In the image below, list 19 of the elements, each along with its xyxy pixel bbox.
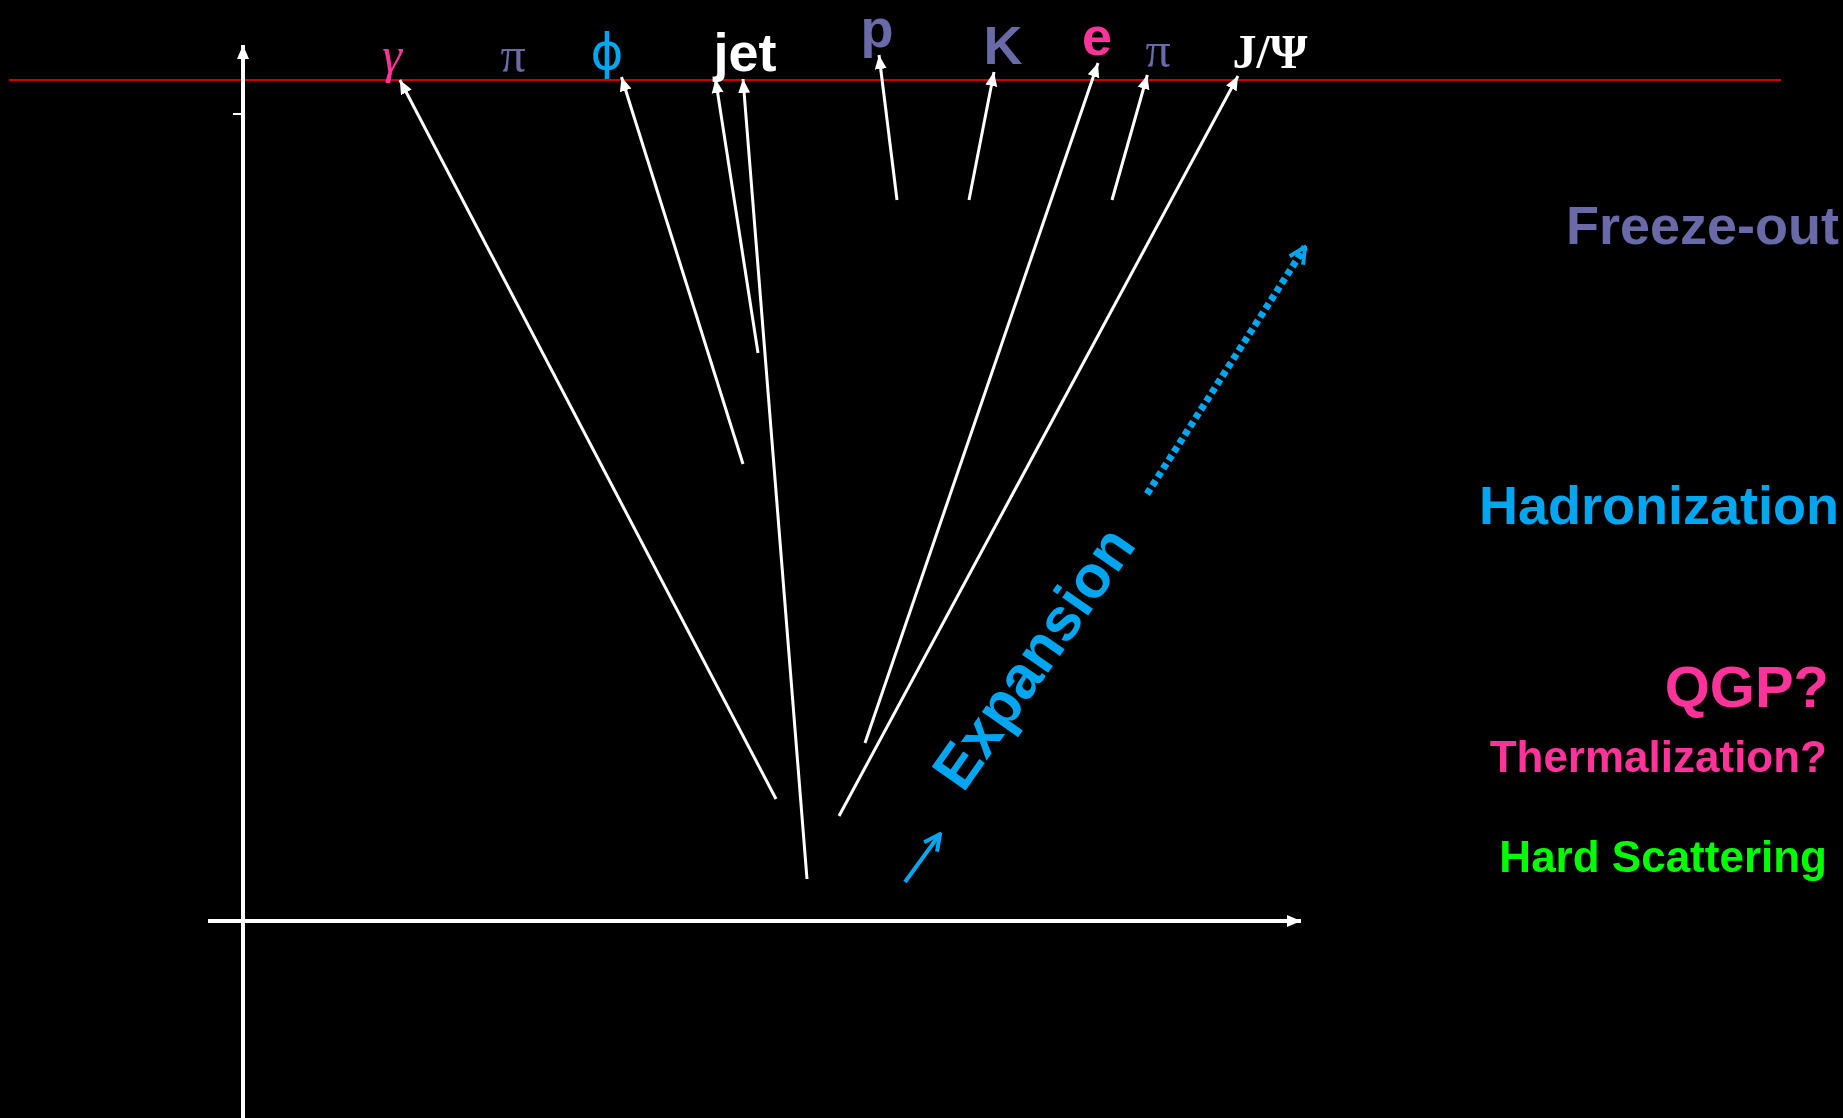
- stage-label: Hard Scattering: [1499, 835, 1827, 879]
- stage-label: Thermalization?: [1489, 735, 1827, 779]
- particle-label: ϕ: [590, 27, 624, 77]
- particle-label: K: [983, 18, 1023, 72]
- particle-label: J/Ψ: [1232, 28, 1308, 76]
- arrow: [738, 78, 809, 880]
- arrow: [874, 54, 899, 201]
- stage-label: Hadronization: [1479, 478, 1839, 532]
- arrow: [619, 76, 745, 465]
- particle-label: e: [1082, 9, 1112, 63]
- arrow: [1110, 74, 1150, 201]
- stage-label: Freeze-out: [1565, 198, 1839, 252]
- arrow: [837, 75, 1240, 817]
- arrow: [863, 62, 1100, 744]
- arrow: [967, 71, 998, 201]
- stage-label: QGP?: [1664, 658, 1829, 716]
- particle-label: π: [500, 30, 526, 80]
- arrow: [398, 79, 778, 800]
- particle-label: π: [1145, 25, 1171, 75]
